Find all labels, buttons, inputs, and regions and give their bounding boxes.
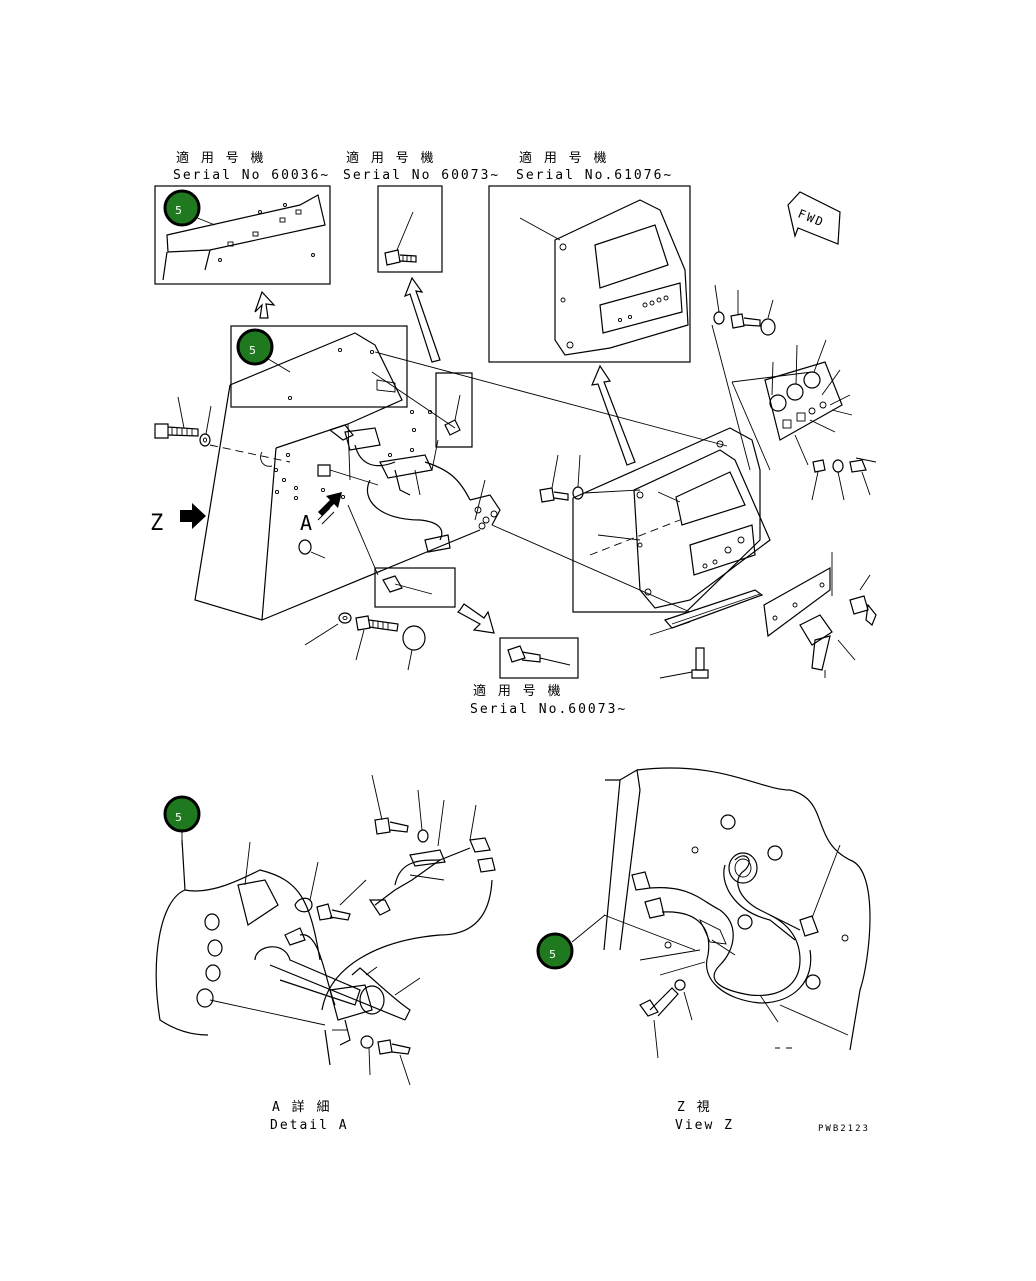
- detail-a-caption: Detail A: [270, 1118, 349, 1133]
- panel-bolt-left: [539, 454, 641, 503]
- console-housing: [194, 325, 481, 621]
- view-z-letter: Z: [150, 511, 165, 536]
- serial-b-jp: 適 用 号 機: [346, 150, 435, 166]
- drawing-code: PWB2123: [818, 1124, 870, 1134]
- serial-d-jp: 適 用 号 機: [473, 683, 562, 699]
- bolt-bottom: [355, 615, 399, 661]
- fwd-arrow: FWD: [787, 191, 841, 245]
- panel-screw-bottom: [659, 647, 709, 679]
- detail-a-caption-jp: A 詳 細: [272, 1099, 331, 1115]
- view-z-marker: Z: [150, 503, 206, 536]
- wiring-harness-main: [317, 371, 501, 553]
- callout-badge-3: 5: [163, 795, 201, 845]
- serial-c-jp: 適 用 号 機: [519, 150, 608, 166]
- inset-bolt-lower: [499, 637, 579, 679]
- gauge-bolt-set: [711, 284, 776, 471]
- view-z-arrow: [180, 503, 206, 529]
- callout-number-3: 5: [175, 811, 182, 824]
- gauge-plate: [731, 339, 853, 471]
- washer-bottom: [304, 612, 352, 646]
- panel-gasket: [649, 589, 764, 636]
- detail-a-marker: A: [298, 492, 342, 559]
- inset-clip-lower: [347, 504, 456, 608]
- arrow-up-left: [254, 290, 276, 319]
- serial-c-label: Serial No.61076~: [516, 168, 673, 183]
- serial-a-jp: 適 用 号 機: [176, 150, 265, 166]
- serial-d-label: Serial No.60073~: [470, 702, 627, 717]
- view-z-caption: View Z: [675, 1118, 734, 1133]
- inset-clip-upper: [435, 372, 473, 448]
- instrument-panel-frame: [374, 351, 771, 613]
- inset-bracket-60036: [154, 185, 331, 285]
- fwd-label: FWD: [796, 207, 827, 230]
- callout-number-2: 5: [249, 344, 256, 357]
- inset-panel-61076: [488, 185, 691, 363]
- washer-left: [199, 405, 212, 447]
- callout-number-4: 5: [549, 948, 556, 961]
- key-switch-plate: [763, 552, 877, 678]
- callout-badge-2: 5: [236, 328, 291, 373]
- cap-bottom: [402, 625, 426, 671]
- view-z-caption-jp: Z 視: [677, 1100, 712, 1115]
- serial-b-label: Serial No 60073~: [343, 168, 500, 183]
- callout-badge-4: 5: [536, 914, 606, 970]
- callout-badge-1: 5: [163, 189, 216, 227]
- detail-a-arrow: [318, 492, 342, 516]
- view-z-assembly: [603, 767, 871, 1059]
- serial-a-label: Serial No 60036~: [173, 168, 330, 183]
- callout-number-1: 5: [175, 204, 182, 217]
- arrow-up-mid: [403, 276, 441, 363]
- arrow-up-right: [591, 364, 636, 466]
- arrow-down-right: [457, 603, 495, 634]
- bolt-left: [154, 396, 199, 439]
- detail-a-assembly: [155, 774, 496, 1086]
- inset-bolt-60073: [377, 185, 443, 273]
- side-bolt-set: [811, 457, 877, 501]
- detail-a-letter: A: [300, 511, 314, 535]
